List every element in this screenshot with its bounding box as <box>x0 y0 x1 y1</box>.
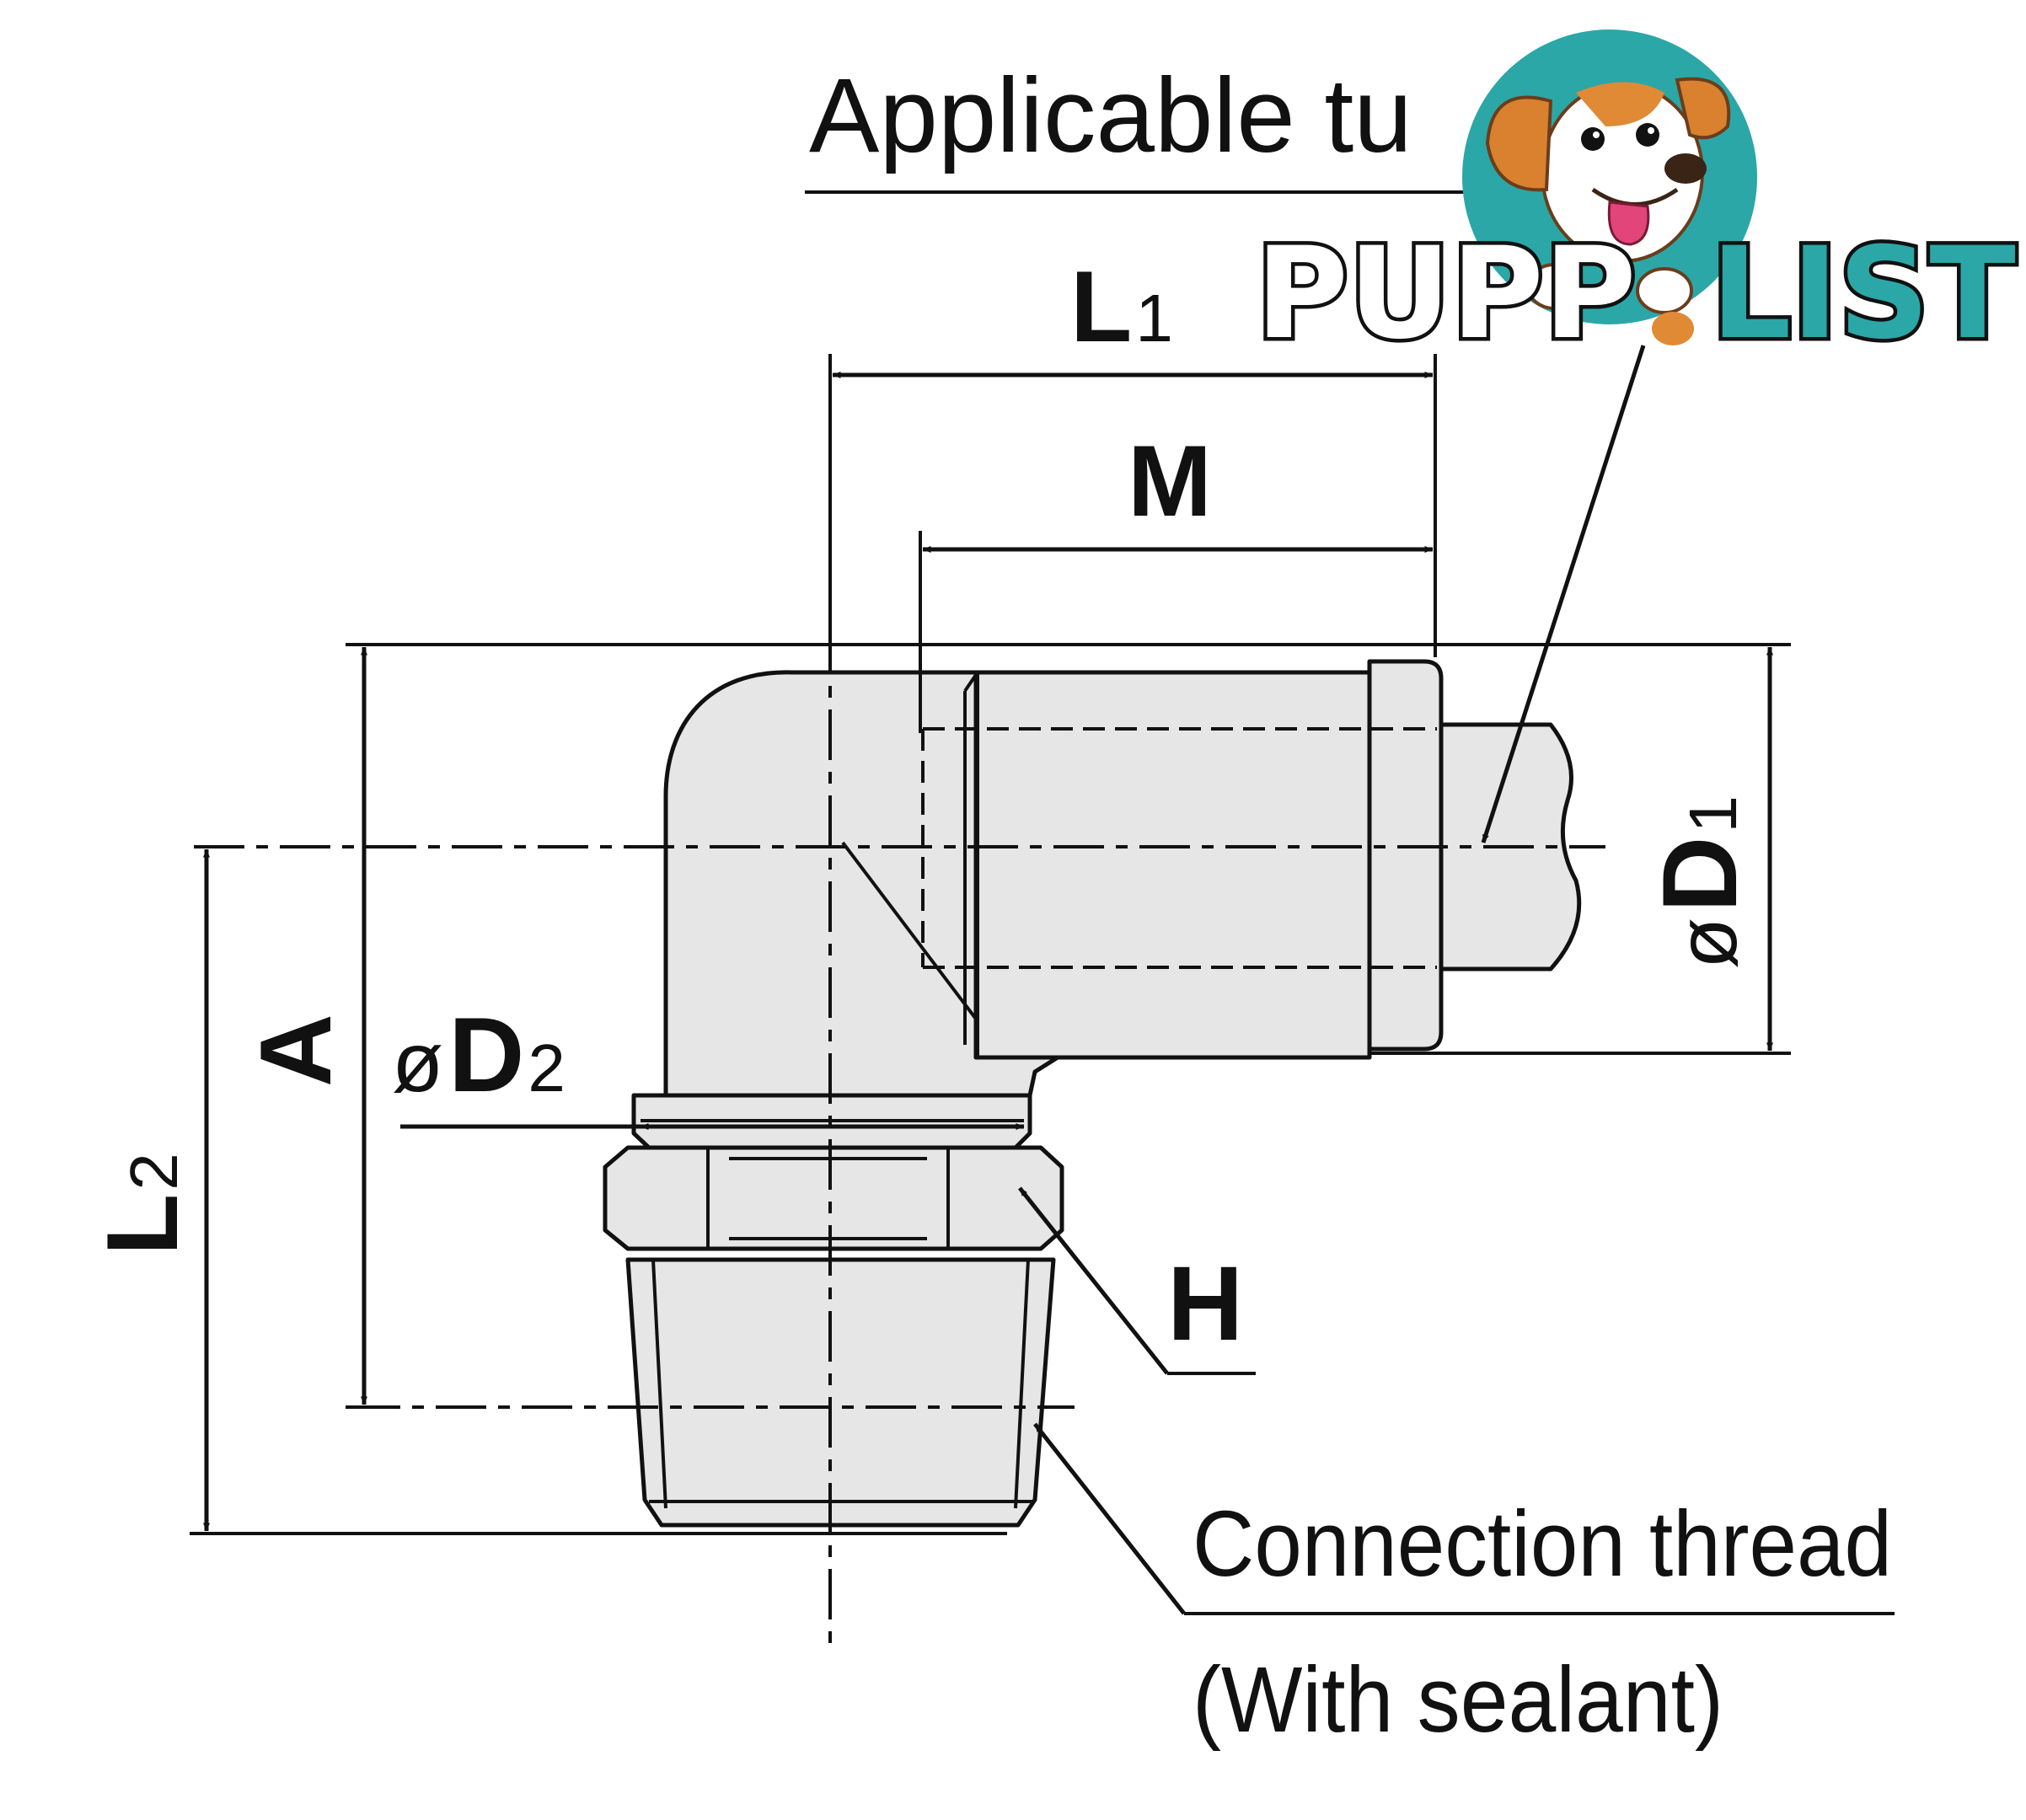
center-lines <box>194 624 1605 1643</box>
watermark-text-left: PUPP <box>1256 221 1637 367</box>
male-thread <box>625 1257 1056 1528</box>
release-ring <box>1367 659 1444 1052</box>
puppy-logo-icon <box>1462 29 1757 345</box>
m-label: M <box>1128 425 1212 538</box>
connection-thread-label: Connection thread <box>1193 1492 1892 1596</box>
l2-label: L2 <box>86 1153 199 1255</box>
a-label: A <box>239 1014 352 1087</box>
l1-label: L1 <box>1070 250 1173 363</box>
hex-nut <box>603 1145 1064 1251</box>
labels: Applicable tu L1 M A L2 øD2 øD1 H Connec… <box>86 57 1892 1752</box>
d1-label: øD1 <box>1642 795 1759 969</box>
watermark-text-right: LIST <box>1711 221 2016 367</box>
dimensions <box>190 190 1895 1615</box>
watermark-logo: PUPP LIST <box>1252 29 2019 372</box>
h-label: H <box>1167 1245 1243 1362</box>
d2-label: øD2 <box>392 997 565 1114</box>
with-sealant-label: (With sealant) <box>1193 1648 1723 1752</box>
fitting-body <box>603 659 1582 1528</box>
applicable-tube-label: Applicable tu <box>809 57 1412 174</box>
